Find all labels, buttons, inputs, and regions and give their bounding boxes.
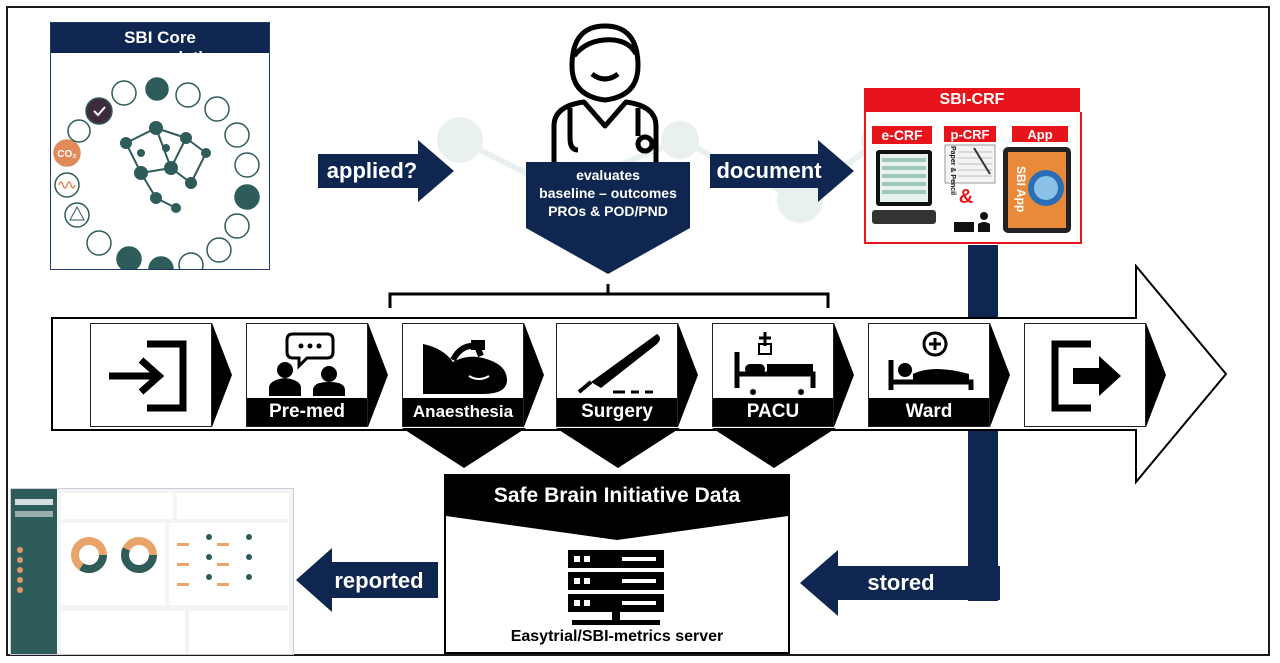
evaluates-shape [526, 162, 690, 274]
stored-arrow [800, 550, 1000, 616]
exit-icon [1051, 340, 1121, 412]
dashboard-thumbnail [10, 488, 294, 655]
clock-icon [234, 184, 260, 210]
evaluates-line-2: baseline – outcomes [539, 185, 677, 201]
dizzy-face-icon [204, 96, 230, 122]
day-night-icon [178, 252, 204, 269]
document-arrow [710, 140, 854, 202]
doctor-patient-icon [269, 332, 345, 396]
stage-premed[interactable]: Pre-med [246, 323, 368, 427]
syringe-icon [86, 230, 112, 256]
co2-label: CO₂ [57, 149, 76, 160]
scalpel-icon [577, 334, 660, 394]
co2-icon [53, 139, 81, 167]
reported-label: reported [334, 568, 424, 593]
sbi-app-label: SBI App [1014, 166, 1028, 213]
sad-face-icon [224, 122, 250, 148]
anaesthesia-mask-icon [423, 340, 507, 394]
core-icon-ring: CO₂ [53, 77, 260, 269]
paper-pencil-label: Paper & Pencil [949, 146, 956, 196]
warning-icon [64, 202, 90, 228]
tablet-icon [1003, 147, 1071, 233]
nodes-icon [67, 119, 91, 143]
ecrf-header: e-CRF [872, 126, 932, 144]
core-recommendations-panel: SBI Core recommendations [50, 22, 270, 270]
face-icon [111, 80, 137, 106]
stage-pacu-label: PACU [713, 398, 833, 426]
handshake-icon [116, 246, 142, 269]
hospital-bed-icon [734, 332, 816, 395]
applied-label: applied? [326, 158, 418, 183]
patient-bed-icon [888, 331, 974, 390]
checkmark-icon [85, 97, 113, 125]
sbi-crf-panel: SBI-CRF e-CRF p-CRF Paper & Pencil & [864, 88, 1082, 244]
stage-bracket [388, 284, 830, 308]
clinician-icon [551, 23, 659, 166]
app-header: App [1012, 126, 1068, 142]
document-label: document [716, 158, 822, 183]
brain-network-icon [120, 121, 211, 213]
server-title-bar: Safe Brain Initiative Data [446, 476, 788, 516]
reported-arrow [296, 548, 438, 612]
data-collection-funnels [402, 428, 836, 468]
evaluates-text: evaluates baseline – outcomes PROs & POD… [524, 166, 692, 220]
evaluates-line-1: evaluates [576, 167, 640, 183]
ecrf-label: e-CRF [881, 127, 923, 143]
stage-exit[interactable] [1024, 323, 1146, 427]
evaluates-line-3: PROs & POD/PND [548, 203, 668, 219]
stage-pacu[interactable]: PACU [712, 323, 834, 427]
sbi-crf-title-bar: SBI-CRF [864, 88, 1080, 112]
speaker-icon [206, 237, 232, 263]
diagram-frame [6, 6, 1270, 656]
paper-form-icon [944, 144, 996, 232]
entry-icon [109, 340, 187, 412]
app-label: App [1027, 127, 1053, 142]
sbi-crf-title: SBI-CRF [939, 91, 1005, 108]
cup-icon [234, 152, 260, 178]
stage-entry[interactable] [90, 323, 212, 427]
pcrf-label: p-CRF [950, 127, 990, 142]
eye-icon [224, 213, 250, 239]
thermometer-icon [145, 77, 169, 101]
stage-anaesthesia-label: Anaesthesia [403, 398, 523, 426]
stage-premed-label: Pre-med [247, 398, 367, 426]
bed-icon [148, 256, 174, 269]
pcrf-header: p-CRF [944, 126, 996, 142]
laptop-icon [872, 150, 936, 224]
server-panel: Safe Brain Initiative Data Easytrial/SBI… [444, 474, 790, 654]
stage-ward[interactable]: Ward [868, 323, 990, 427]
dashboard-sidebar [11, 489, 57, 654]
baby-face-icon [175, 82, 201, 108]
applied-arrow [318, 140, 454, 202]
server-caption: Easytrial/SBI-metrics server [510, 628, 724, 645]
server-title: Safe Brain Initiative Data [493, 484, 741, 507]
stage-surgery-label: Surgery [557, 398, 677, 426]
server-rack-icon [568, 550, 664, 625]
stored-label: stored [867, 570, 935, 595]
server-funnel [446, 516, 788, 540]
core-title: SBI Core recommendations [86, 28, 234, 67]
stage-anaesthesia[interactable]: Anaesthesia [402, 323, 524, 427]
stage-ward-label: Ward [869, 398, 989, 426]
ampersand-label: & [958, 186, 974, 208]
stage-surgery[interactable]: Surgery [556, 323, 678, 427]
dashboard-donut-charts [71, 537, 157, 573]
core-title-bar: SBI Core recommendations [51, 23, 269, 67]
